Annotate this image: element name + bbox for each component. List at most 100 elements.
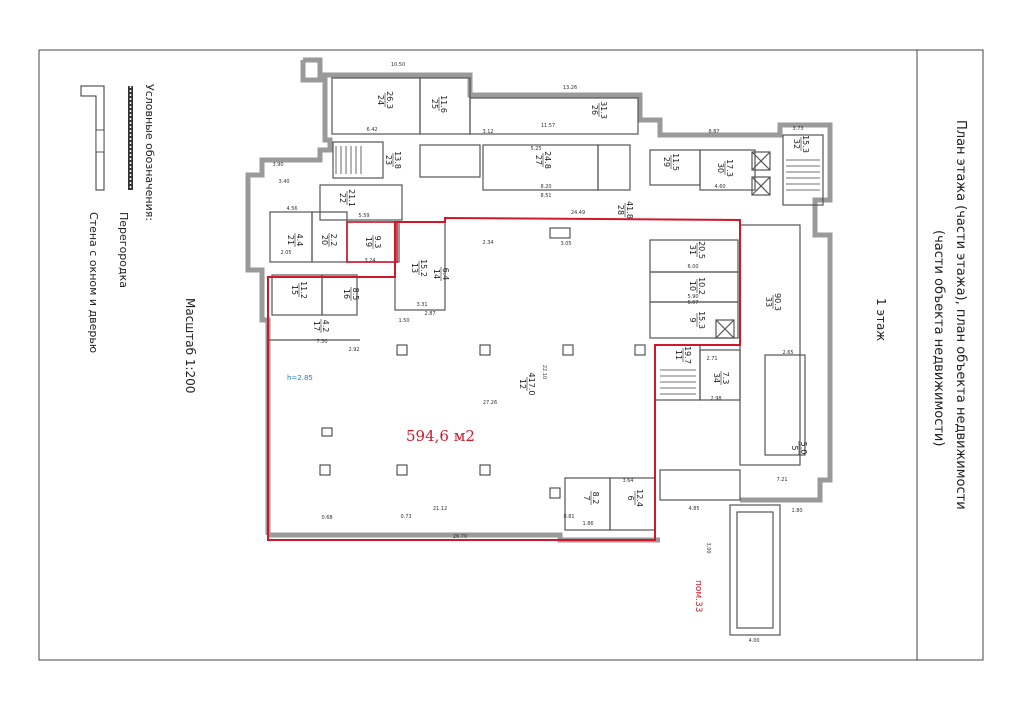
room-area: 90.3 bbox=[773, 293, 782, 311]
dimension-label: 6.00 bbox=[687, 264, 698, 270]
room-number: 28 bbox=[616, 205, 625, 215]
dimension-label: 2.98 bbox=[710, 396, 721, 402]
room-number: 25 bbox=[430, 99, 439, 109]
dimension-label: 2.71 bbox=[706, 356, 717, 362]
dimension-label: 1.86 bbox=[582, 521, 593, 527]
building-walls bbox=[245, 57, 833, 543]
dimension-label: 1.80 bbox=[791, 508, 802, 514]
dimension-label: 0.73 bbox=[400, 514, 411, 520]
dimension-label: 4.60 bbox=[714, 184, 725, 190]
room-number: 11 bbox=[674, 350, 683, 360]
room-area: 11.6 bbox=[439, 95, 448, 113]
room-number: 23 bbox=[384, 155, 393, 165]
room-area: 11.2 bbox=[299, 281, 308, 299]
room-reference-label: пом.33 bbox=[693, 580, 703, 613]
legend-symbols bbox=[80, 85, 133, 191]
room-area: 8.2 bbox=[591, 492, 600, 505]
legend-title: Условные обозначения: bbox=[143, 84, 156, 222]
room-area: 15.3 bbox=[697, 311, 706, 329]
room-area: 41.8 bbox=[625, 201, 634, 219]
dimension-label: 0.81 bbox=[563, 514, 574, 520]
dimension-label: 2.05 bbox=[280, 250, 291, 256]
room-area: 20.5 bbox=[697, 241, 706, 259]
room-area: 4.4 bbox=[295, 234, 304, 247]
room-number: 31 bbox=[688, 245, 697, 255]
scale-label: Масштаб 1:200 bbox=[183, 298, 197, 394]
dimension-label: 2.92 bbox=[348, 347, 359, 353]
dimension-label: 3.05 bbox=[560, 241, 571, 247]
room-area: 21.1 bbox=[347, 189, 356, 207]
room-number: 17 bbox=[312, 321, 321, 331]
room-number: 6 bbox=[626, 495, 635, 500]
dimension-label: 8.51 bbox=[540, 193, 551, 199]
room-area: 5.0 bbox=[799, 442, 808, 455]
dimension-label: 11.57 bbox=[541, 123, 555, 129]
room-area: 7.3 bbox=[721, 372, 730, 385]
dimension-label: 3.90 bbox=[272, 162, 283, 168]
dimension-label: 2.34 bbox=[482, 240, 493, 246]
room-number: 14 bbox=[432, 269, 441, 279]
room-number: 30 bbox=[716, 163, 725, 173]
legend-wall-label: Стена с окном и дверью bbox=[87, 212, 100, 354]
room-number: 19 bbox=[364, 237, 373, 247]
stairs bbox=[335, 146, 820, 395]
room-area: 417.0 bbox=[527, 373, 536, 396]
legend-partition-label: Перегородка bbox=[117, 212, 130, 289]
dimension-label: 4.00 bbox=[748, 638, 759, 644]
premise-outline bbox=[267, 216, 741, 541]
room-number: 15 bbox=[290, 285, 299, 295]
room-number: 9 bbox=[688, 317, 697, 322]
dimension-label: 3.31 bbox=[416, 302, 427, 308]
dimension-label: 24.49 bbox=[571, 210, 585, 216]
dimension-label: 2.87 bbox=[424, 311, 435, 317]
room-number: 33 bbox=[764, 297, 773, 307]
dimension-label: 4.56 bbox=[286, 206, 297, 212]
dimension-label: 6.42 bbox=[366, 127, 377, 133]
dimension-label: 4.85 bbox=[688, 506, 699, 512]
dimension-label: 5.25 bbox=[530, 146, 541, 152]
premise-outline-room19 bbox=[346, 221, 398, 263]
room-number: 21 bbox=[286, 235, 295, 245]
dimension-label: 3.12 bbox=[482, 129, 493, 135]
room-number: 26 bbox=[590, 105, 599, 115]
room-area: 9.3 bbox=[373, 236, 382, 249]
dimension-label: 3.24 bbox=[364, 258, 375, 264]
room-area: 31.3 bbox=[599, 101, 608, 119]
dimension-label: 26.70 bbox=[453, 534, 467, 540]
room-area: 19.7 bbox=[683, 346, 692, 364]
room-number: 34 bbox=[712, 373, 721, 383]
room-area: 17.3 bbox=[725, 159, 734, 177]
room-number: 22 bbox=[338, 193, 347, 203]
room-area: 26.3 bbox=[385, 91, 394, 109]
dimension-label: 7.21 bbox=[776, 477, 787, 483]
room-area: 12.4 bbox=[635, 489, 644, 507]
room-number: 20 bbox=[320, 235, 329, 245]
room-number: 24 bbox=[376, 95, 385, 105]
dimension-label: 7.30 bbox=[316, 339, 327, 345]
dimension-label: 27.26 bbox=[483, 400, 497, 406]
legend-wall-symbol bbox=[80, 85, 105, 191]
interior-walls bbox=[268, 77, 824, 636]
